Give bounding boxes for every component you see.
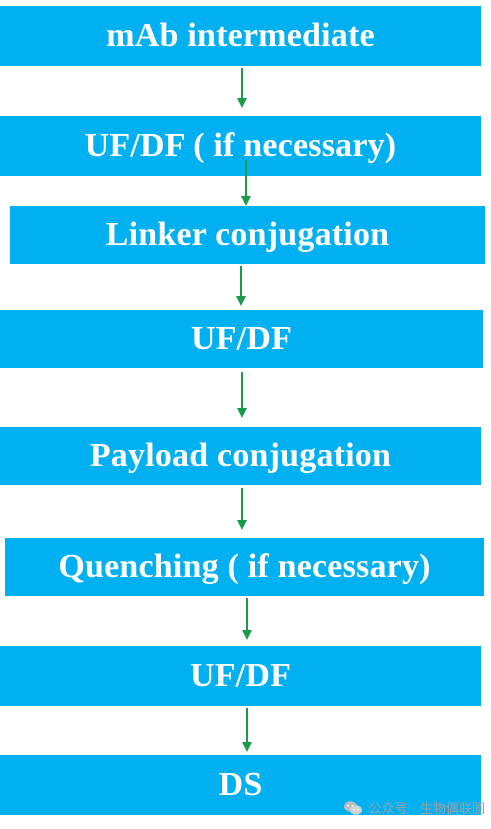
step-quenching-optional: Quenching ( if necessary) bbox=[5, 538, 484, 596]
flow-arrow bbox=[236, 68, 248, 108]
step-mab-intermediate: mAb intermediate bbox=[0, 6, 481, 66]
step-linker-conjugation: Linker conjugation bbox=[10, 206, 485, 264]
step-uf-df-optional: UF/DF ( if necessary) bbox=[0, 116, 481, 176]
flow-arrow bbox=[240, 160, 252, 206]
flow-arrow bbox=[235, 266, 247, 306]
step-uf-df: UF/DF bbox=[0, 310, 483, 368]
watermark-text: 公众号 · 生物偶联圈 bbox=[368, 802, 485, 817]
step-payload-conjugation: Payload conjugation bbox=[0, 427, 481, 485]
step-uf-df-final: UF/DF bbox=[0, 646, 481, 706]
flow-arrow bbox=[236, 488, 248, 530]
flow-arrow bbox=[241, 598, 253, 640]
wechat-icon bbox=[343, 800, 362, 815]
flow-arrow bbox=[241, 708, 253, 752]
watermark: 公众号 · 生物偶联圈 bbox=[343, 798, 485, 817]
step-ds: DS bbox=[0, 755, 481, 815]
flow-arrow bbox=[236, 372, 248, 418]
